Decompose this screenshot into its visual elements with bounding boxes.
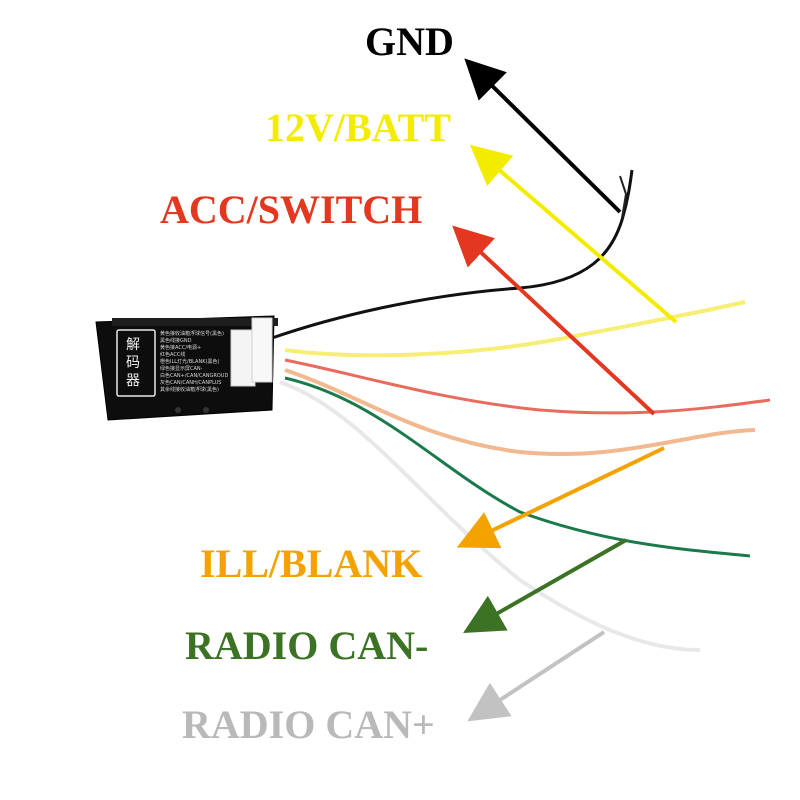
black-wire: [271, 169, 634, 340]
gnd-arrow: [464, 58, 622, 214]
sticker-line: 黑色线接GND: [160, 338, 192, 344]
sticker-line: 灰色CAN/CANH/CANPLUS: [160, 380, 222, 386]
yellow-wire: [284, 300, 746, 358]
decoder-box: [95, 315, 278, 421]
ill-label: ILL/BLANK: [200, 541, 423, 586]
acc-label: ACC/SWITCH: [160, 187, 423, 232]
decoder-sticker-text: 黄色接收油箱浮球信号(黑色) 黑色线接GND 黄色接ACC/电源+ 红色ACC线…: [160, 331, 230, 394]
can-plus-label: RADIO CAN+: [182, 702, 435, 747]
can-minus-arrow: [463, 538, 627, 633]
sticker-line: 绿色接显示屏CAN-: [160, 366, 203, 372]
sticker-line: 橙色ILL灯光/BLANK(黑色): [160, 359, 220, 365]
white-wire: [279, 380, 701, 652]
ill-arrow: [456, 446, 665, 549]
sticker-line: 黄色接ACC/电源+: [160, 345, 202, 351]
decoder-char-3: 器: [126, 373, 140, 389]
sticker-line: 黄色接收油箱浮球信号(黑色): [160, 331, 224, 337]
decoder-char-1: 解: [126, 337, 140, 353]
can-plus-arrow: [467, 630, 606, 722]
gnd-label: GND: [365, 19, 454, 64]
black-wire-tip: [619, 175, 628, 219]
orange-wire: [284, 368, 756, 457]
batt-label: 12V/BATT: [265, 105, 451, 150]
green-wire: [284, 376, 751, 558]
sticker-line: 白色CAN+/CAN/CANGROUD: [160, 373, 229, 379]
acc-arrow: [452, 225, 656, 416]
batt-arrow: [469, 144, 678, 324]
sticker-line: 红色ACC线: [160, 352, 186, 358]
red-wire: [284, 358, 771, 415]
can-minus-label: RADIO CAN-: [185, 623, 429, 668]
sticker-line: 其余线接收油箱浮球(黑色): [160, 387, 219, 393]
decoder-char-2: 码: [126, 355, 140, 371]
